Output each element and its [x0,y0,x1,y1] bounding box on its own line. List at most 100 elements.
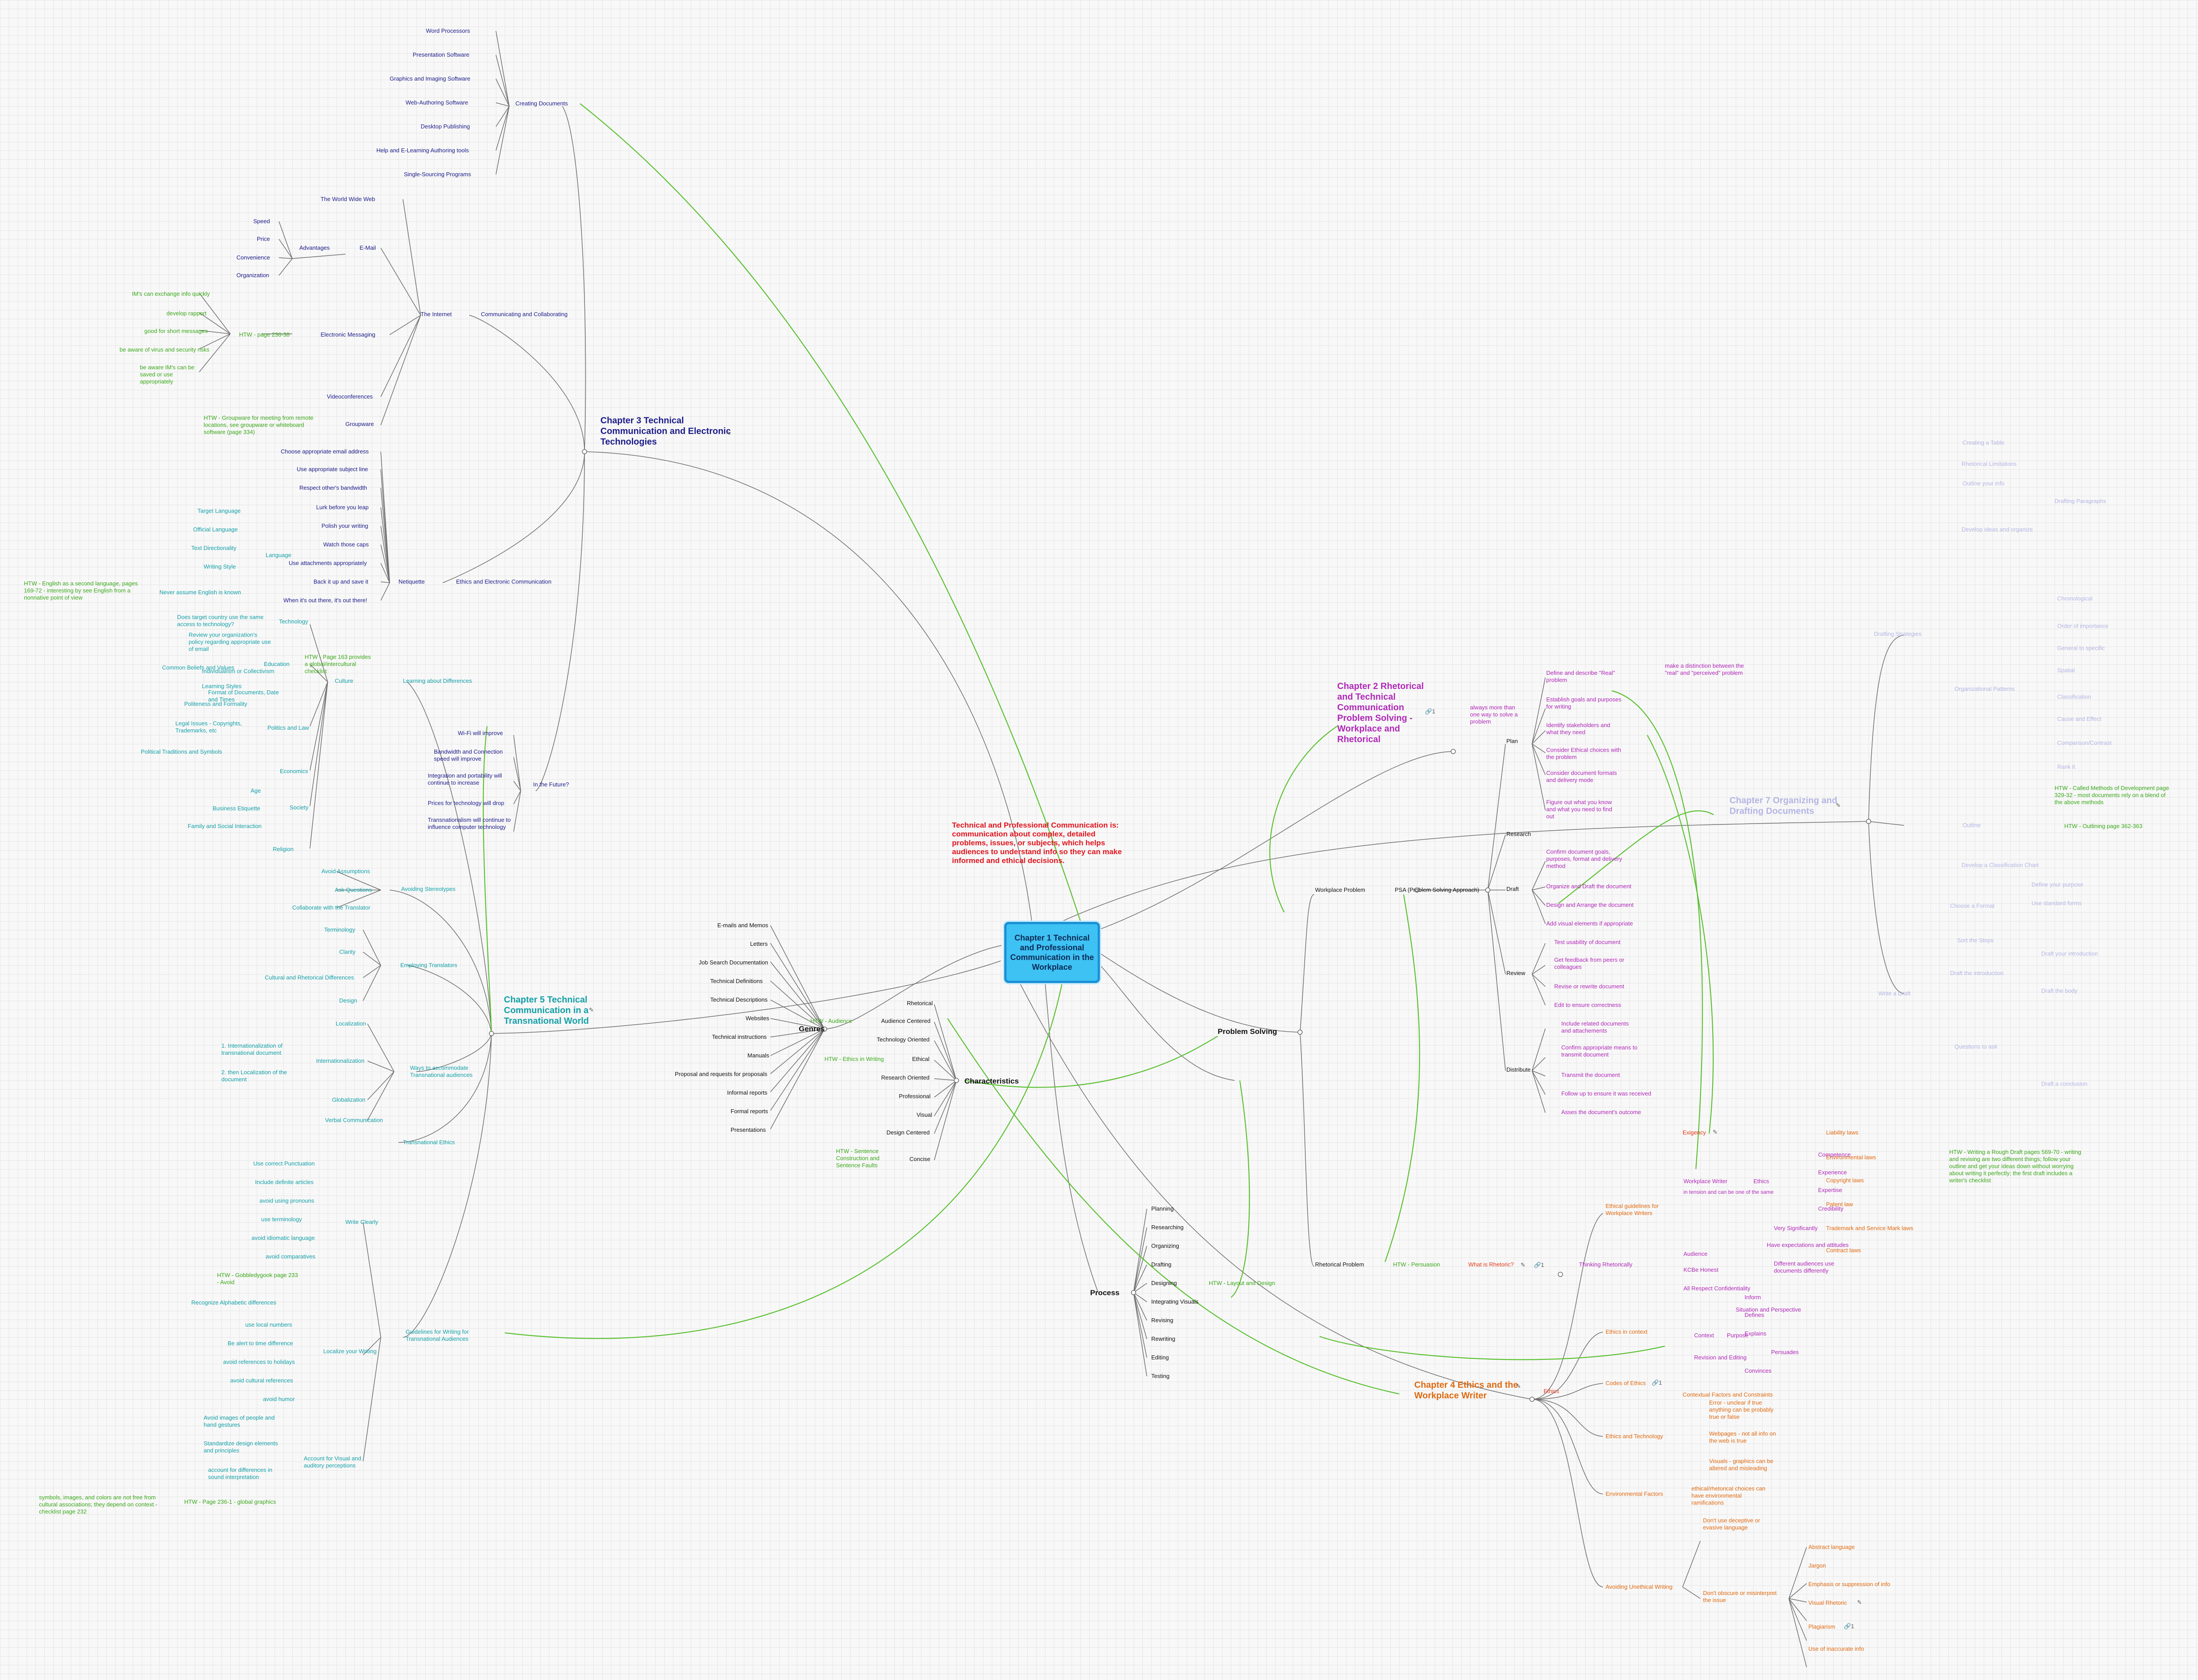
chapter-5-topic[interactable]: Chapter 5 Technical Communication in a T… [504,995,589,1026]
branch-problem-solving[interactable]: Problem Solving [1218,1027,1277,1036]
note-persuasion[interactable]: HTW - Persuasion [1393,1261,1440,1268]
netiquette-item[interactable]: Lurk before you leap [316,504,369,511]
future-item[interactable]: Transnationalism will continue to influe… [428,817,511,830]
note-in-tension[interactable]: in tension and can be one of the same [1683,1189,1774,1195]
thinking-rhetorically[interactable]: Thinking Rhetorically [1579,1261,1633,1268]
culture-note[interactable]: Common Beliefs and Values [162,664,235,671]
creating-item[interactable]: Presentation Software [413,51,469,58]
write-item[interactable]: Use correct Punctuation [253,1160,315,1167]
contextual-factors[interactable]: Contextual Factors and Constraints [1683,1391,1773,1398]
genre-item[interactable]: Technical Definitions [710,978,763,984]
ch7-item[interactable]: Spatial [2057,667,2075,674]
future-item[interactable]: Integration and portability will continu… [428,772,502,786]
note-icon[interactable]: ✎ [1516,1383,1521,1390]
genre-item[interactable]: Presentations [731,1126,766,1133]
translator-item[interactable]: Design [339,997,357,1004]
workplace-problem[interactable]: Workplace Problem [1315,886,1366,893]
value-item[interactable]: Credibility [1818,1205,1844,1212]
audience[interactable]: Audience [1683,1250,1708,1257]
review-item[interactable]: Test usability of document [1554,939,1621,945]
messaging-note[interactable]: IM's can exchange info quickly [132,290,210,297]
note-icon[interactable]: ✎ [1521,1262,1525,1268]
review-item[interactable]: Revise or rewrite document [1554,983,1625,990]
netiquette-item[interactable]: Watch those caps [323,541,369,548]
localization[interactable]: Localization [336,1020,366,1027]
distribute-item[interactable]: Include related documents and attachemen… [1561,1020,1629,1034]
review-item[interactable]: Get feedback from peers or colleagues [1554,956,1625,970]
workplace-writer[interactable]: Workplace Writer [1683,1178,1728,1185]
note-outlining[interactable]: HTW - Outlining page 362-363 [2064,823,2143,829]
value-item[interactable]: Expertise [1818,1187,1842,1193]
note-groupware[interactable]: HTW - Groupware for meeting from remote … [204,414,313,435]
branch-genres[interactable]: Genres [799,1025,825,1033]
note-more-than-one-way[interactable]: always more than one way to solve a prob… [1470,704,1518,725]
ch7-item[interactable]: Drafting Paragraphs [2055,498,2106,504]
kcbe-honest[interactable]: KCBe Honest [1683,1266,1718,1273]
unethical-item[interactable]: Visual Rhetoric [1808,1599,1847,1606]
distribute-item[interactable]: Follow up to ensure it was received [1561,1090,1652,1097]
central-definition[interactable]: Technical and Professional Communication… [952,821,1122,865]
advantage-item[interactable]: Speed [253,218,270,225]
context[interactable]: Context [1694,1332,1714,1339]
distribute-item[interactable]: Transmit the document [1561,1072,1620,1078]
visual-auditory[interactable]: Account for Visual and auditory percepti… [304,1455,361,1469]
internationalization[interactable]: Internationalization [316,1057,365,1064]
ethics-in-context[interactable]: Ethics in context [1606,1328,1648,1335]
ethics-electronic-communication[interactable]: Ethics and Electronic Communication [456,578,552,585]
link-icon[interactable]: 🔗1 [1652,1379,1662,1386]
ch7-item[interactable]: Develop ideas and organize [1962,526,2033,533]
netiquette-item[interactable]: Back it up and save it [313,578,368,585]
ch7-item[interactable]: Draft the introduction [1950,970,2004,976]
avoiding-stereotypes[interactable]: Avoiding Stereotypes [401,886,456,892]
plan-item[interactable]: Establish goals and purposes for writing [1546,696,1621,710]
creating-item[interactable]: Word Processors [426,27,470,34]
society-item[interactable]: Family and Social Interaction [188,823,262,829]
link-icon[interactable]: 🔗 [1534,1262,1541,1268]
the-internet[interactable]: The Internet [421,311,452,317]
ch7-item[interactable]: Draft the body [2041,987,2078,994]
characteristic-item[interactable]: Design Centered [886,1129,930,1136]
process-step[interactable]: Organizing [1151,1243,1179,1249]
ch7-item[interactable]: Sort the Steps [1957,937,1994,944]
characteristic-item[interactable]: Technology Oriented [877,1036,930,1043]
ch7-item[interactable]: Order of importance [2057,623,2109,629]
creating-documents[interactable]: Creating Documents [515,100,568,107]
psa-distribute[interactable]: Distribute [1506,1066,1531,1073]
purpose-persuades[interactable]: Persuades [1771,1349,1799,1355]
genre-item[interactable]: Technical instructions [712,1034,767,1040]
write-clearly[interactable]: Write Clearly [345,1219,379,1225]
visual-item[interactable]: account for differences in sound interpr… [208,1467,273,1480]
netiquette-item[interactable]: When it's out there, it's out there! [283,597,368,604]
ch7-item[interactable]: Define your purpose [2032,881,2084,888]
ethical-guidelines[interactable]: Ethical guidelines for Workplace Writers [1606,1203,1659,1216]
plan-item[interactable]: Identify stakeholders and what they need [1546,722,1610,735]
language[interactable]: Language [266,552,291,558]
society-item[interactable]: Business Etiquette [213,805,260,812]
distribute-item[interactable]: Confirm appropriate means to transmit do… [1561,1044,1637,1058]
creating-item[interactable]: Help and E-Learning Authoring tools [376,147,469,154]
note-icon[interactable]: ✎ [1836,802,1841,809]
ch7-item[interactable]: Write a Draft [1878,990,1911,997]
note-htw-236[interactable]: HTW - page 236-38 [239,331,290,338]
messaging-note[interactable]: develop rapport [166,310,207,317]
language-item[interactable]: Target Language [197,507,241,514]
environmental-factors[interactable]: Environmental Factors [1606,1490,1664,1497]
videoconferences[interactable]: Videoconferences [327,393,373,400]
process-step[interactable]: Editing [1151,1354,1169,1361]
situation-perspective[interactable]: Situation and Perspective [1736,1306,1801,1313]
electronic-messaging[interactable]: Electronic Messaging [321,331,375,338]
in-the-future[interactable]: In the Future? [533,781,569,788]
creating-item[interactable]: Single-Sourcing Programs [404,171,471,178]
education[interactable]: Education [264,661,290,667]
localize-item[interactable]: Recognize Alphabetic differences [191,1299,276,1306]
technology[interactable]: Technology [279,618,308,625]
advantage-item[interactable]: Organization [236,272,269,279]
ch7-item[interactable]: Drafting Strategies [1874,631,1922,637]
future-item[interactable]: Bandwidth and Connection speed will impr… [434,748,503,762]
unethical-item[interactable]: Abstract language [1808,1544,1855,1550]
genre-item[interactable]: Formal reports [731,1108,768,1115]
ch7-item[interactable]: Comparison/Contrast [2057,739,2112,746]
globalization[interactable]: Globalization [332,1096,366,1103]
language-item[interactable]: Writing Style [204,563,236,570]
intl-note[interactable]: 1. Internationalization of transnational… [221,1042,283,1056]
